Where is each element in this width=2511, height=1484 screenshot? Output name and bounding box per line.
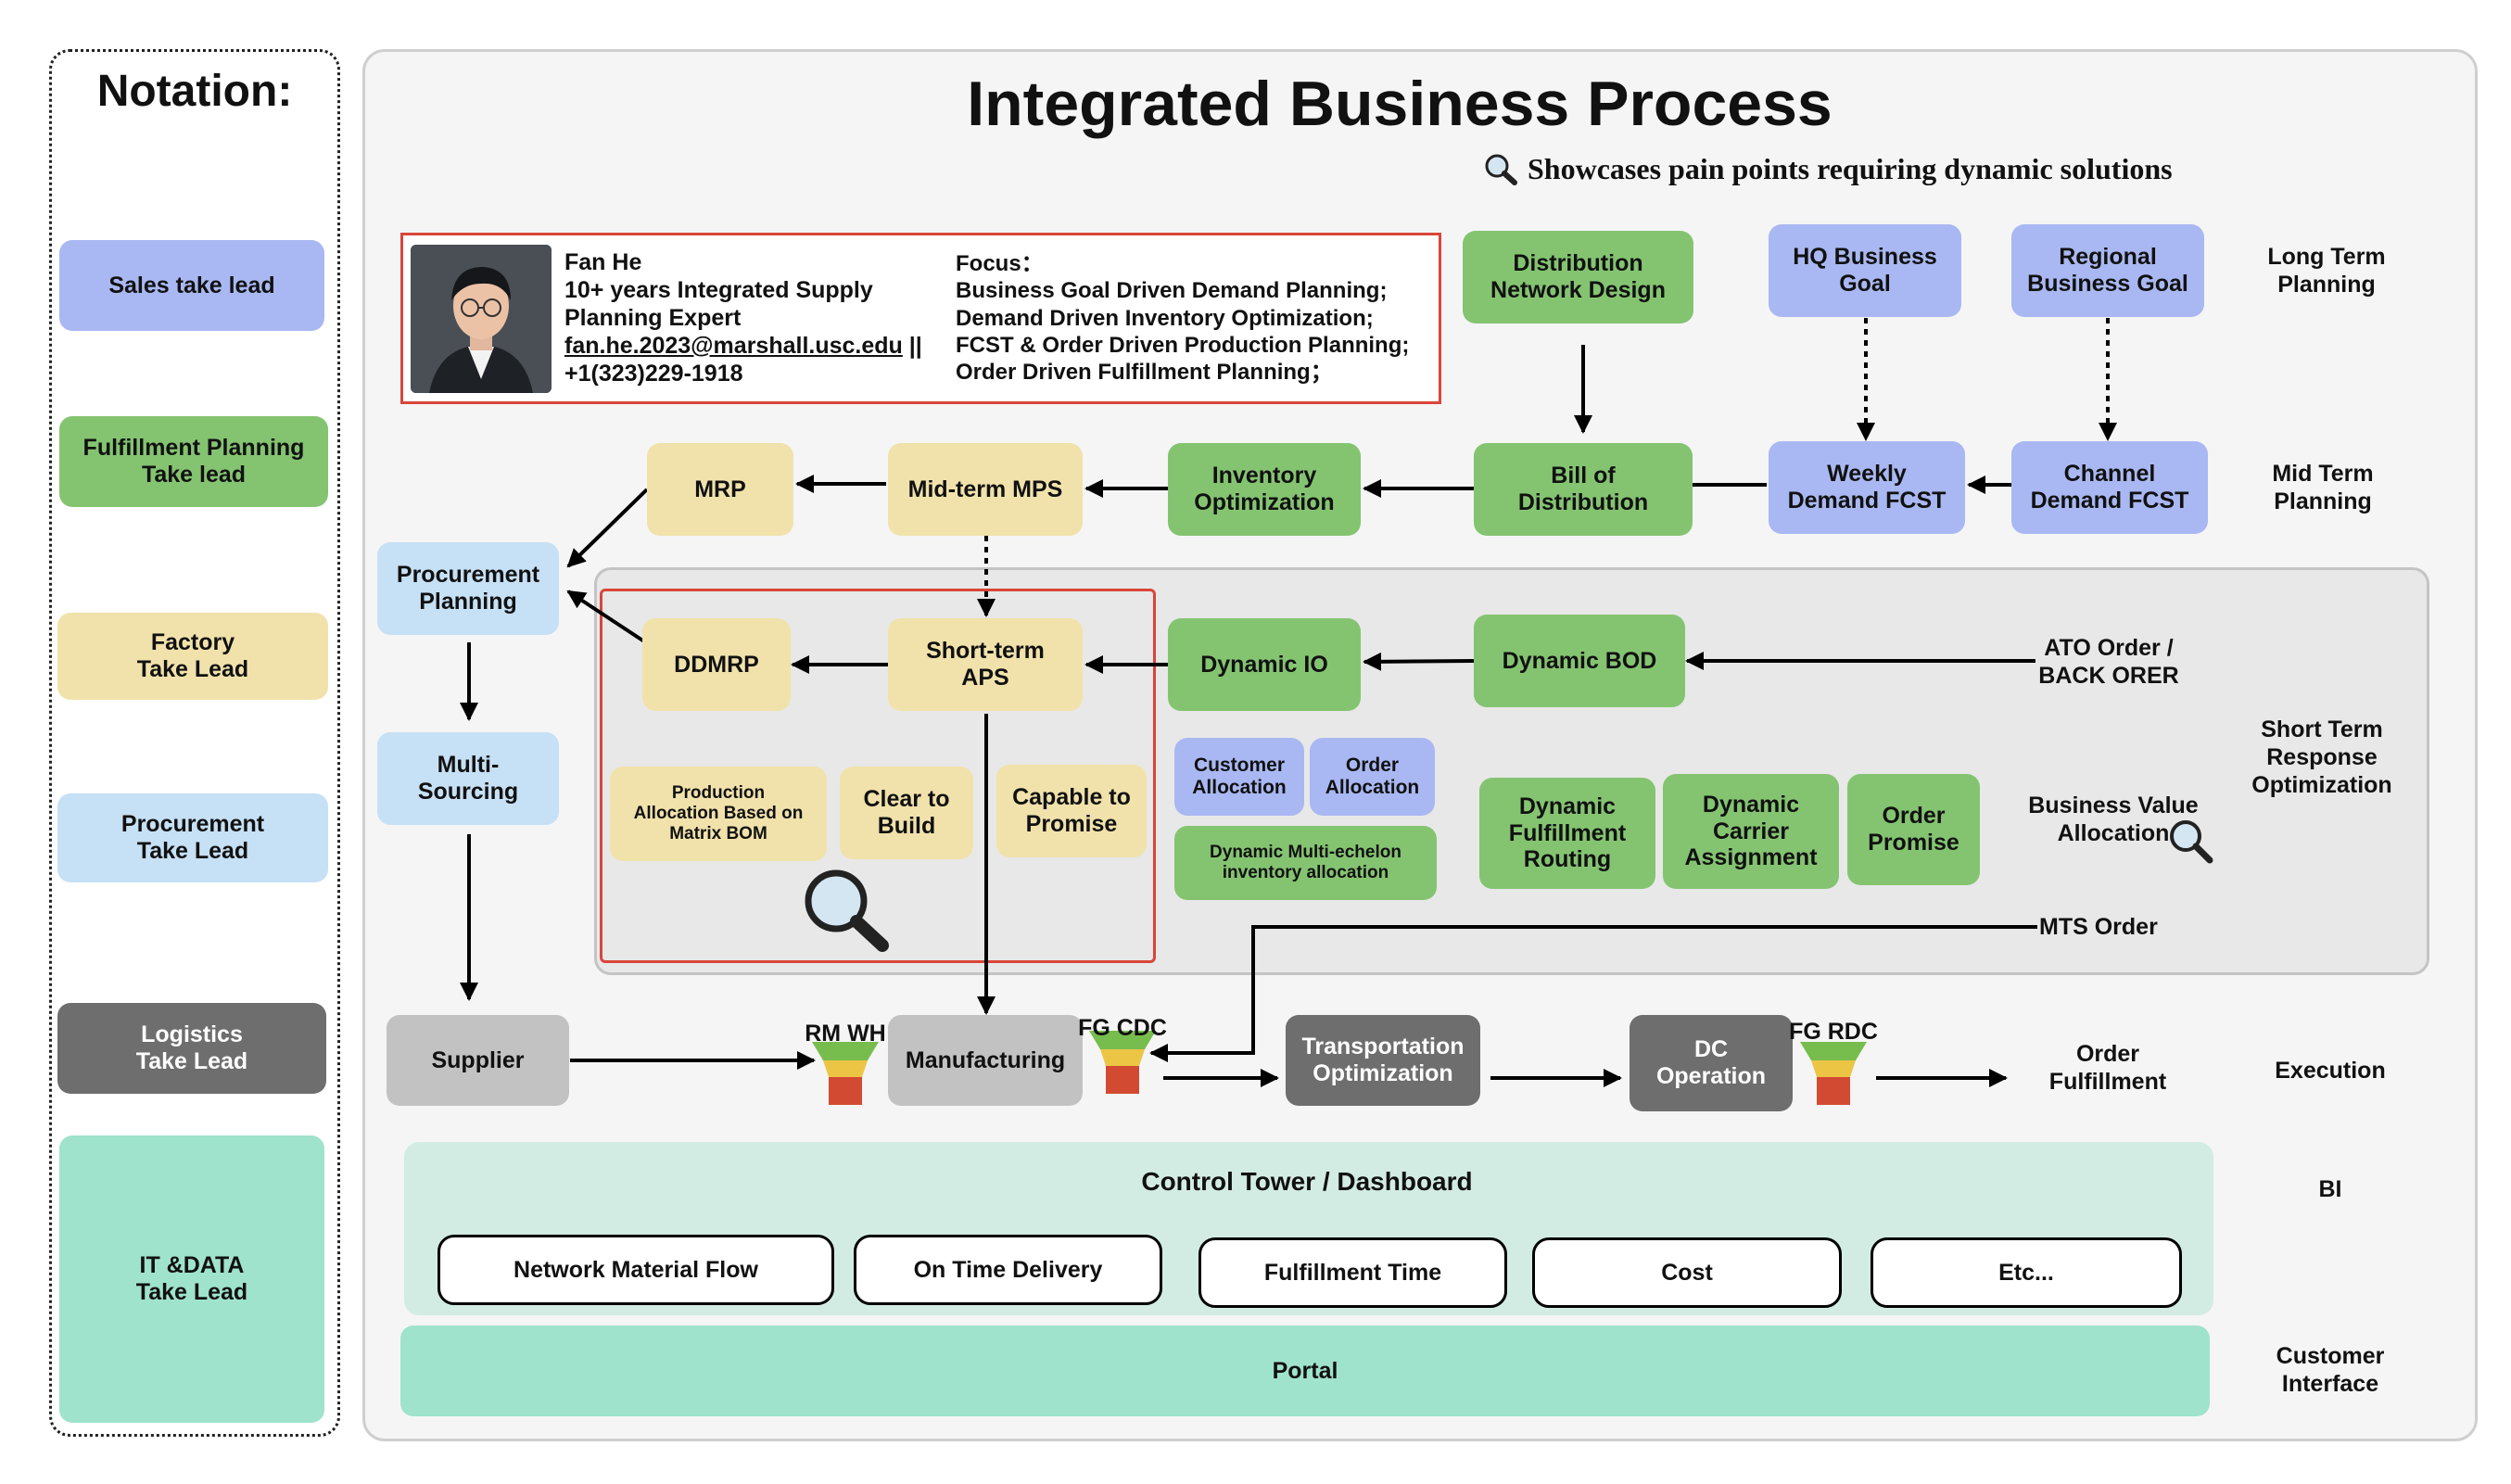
horizon-execution: Execution [2275,1058,2386,1084]
magnifier-icon [1485,154,1517,185]
focus-item: Demand Driven Inventory Optimization; [956,305,1374,331]
profile-contact: fan.he.2023@marshall.usc.edu || [564,332,922,360]
node-customer-allocation[interactable]: Customer Allocation [1174,738,1304,816]
magnifier-icon [2170,820,2213,864]
node-short-term-aps[interactable]: Short-term APS [888,618,1083,711]
notation-logistics: Logistics Take Lead [57,1003,326,1094]
node-portal[interactable]: Portal [400,1325,2210,1416]
subtitle-text: Showcases pain points requiring dynamic … [1528,151,2173,185]
arrow-ddmrp-to-procurement [566,590,646,643]
node-dynamic-bod[interactable]: Dynamic BOD [1474,615,1685,707]
profile-email-separator: || [902,333,922,359]
focus-item: Order Driven Fulfillment Planning； [956,360,1333,386]
node-dynamic-carrier-assignment[interactable]: Dynamic Carrier Assignment [1663,774,1839,889]
node-dynamic-multi-echelon[interactable]: Dynamic Multi-echelon inventory allocati… [1174,826,1437,900]
arrow-mrp-to-procurement [566,488,649,568]
node-supplier[interactable]: Supplier [387,1015,569,1106]
subtitle: Showcases pain points requiring dynamic … [1483,148,2225,189]
focus-item: Business Goal Driven Demand Planning; [956,278,1388,304]
node-order-allocation[interactable]: Order Allocation [1310,738,1435,816]
notation-sales: Sales take lead [59,240,324,331]
kpi-on-time-delivery[interactable]: On Time Delivery [854,1235,1162,1305]
node-inventory-optimization[interactable]: Inventory Optimization [1168,443,1361,536]
node-bill-of-distribution[interactable]: Bill of Distribution [1474,443,1693,536]
node-ddmrp[interactable]: DDMRP [642,618,791,711]
control-tower-title: Control Tower / Dashboard [1141,1167,1473,1196]
horizon-bi: BI [2318,1176,2342,1202]
notation-panel [49,49,340,1437]
node-transportation-optimization[interactable]: Transportation Optimization [1286,1015,1480,1106]
node-dynamic-fulfillment-routing[interactable]: Dynamic Fulfillment Routing [1479,778,1655,889]
label-order-fulfillment: Order Fulfillment [2048,1041,2167,1095]
label-fg-rdc: FG RDC [1789,1019,1878,1045]
node-channel-demand-fcst[interactable]: Channel Demand FCST [2011,441,2208,534]
horizon-customer-interface: Customer Interface [2276,1343,2385,1397]
arrow-dynbod-to-dynio [1363,652,1475,671]
avatar [411,245,552,393]
profile-email[interactable]: fan.he.2023@marshall.usc.edu [564,333,903,359]
node-clear-to-build[interactable]: Clear to Build [840,767,973,859]
kpi-network-material-flow[interactable]: Network Material Flow [438,1235,834,1305]
notation-factory: Factory Take Lead [57,613,328,700]
notation-fulfillment: Fulfillment Planning Take lead [59,416,328,507]
notation-title: Notation: [96,67,293,116]
notation-procurement: Procurement Take Lead [57,793,328,882]
profile-card: Fan He 10+ years Integrated Supply Plann… [400,233,1441,404]
profile-info: Fan He 10+ years Integrated Supply Plann… [564,248,922,387]
horizon-long-term: Long Term Planning [2267,244,2386,298]
node-dc-operation[interactable]: DC Operation [1630,1015,1793,1111]
label-ato-order: ATO Order / BACK ORER [2038,635,2179,689]
node-production-allocation[interactable]: Production Allocation Based on Matrix BO… [610,767,827,861]
notation-it-data: IT &DATA Take Lead [59,1135,324,1423]
node-weekly-demand-fcst[interactable]: Weekly Demand FCST [1769,441,1965,534]
funnel-inventory-icon [812,1042,879,1105]
focus-item: FCST & Order Driven Production Planning; [956,332,1410,358]
node-mrp[interactable]: MRP [647,443,793,536]
label-rm-wh: RM WH [805,1021,886,1046]
node-capable-to-promise[interactable]: Capable to Promise [996,765,1147,857]
funnel-inventory-icon [1089,1031,1156,1094]
profile-name: Fan He [564,249,642,275]
node-procurement-planning[interactable]: Procurement Planning [377,542,559,635]
kpi-cost[interactable]: Cost [1532,1237,1842,1308]
profile-line1: 10+ years Integrated Supply [564,277,873,303]
node-dynamic-io[interactable]: Dynamic IO [1168,618,1361,711]
kpi-etc[interactable]: Etc... [1871,1237,2182,1308]
node-regional-business-goal[interactable]: Regional Business Goal [2011,224,2204,317]
factory-pain-point-zone [600,589,1156,963]
label-fg-cdc: FG CDC [1078,1015,1167,1041]
node-distribution-network-design[interactable]: Distribution Network Design [1463,231,1693,323]
label-business-value-allocation: Business Value Allocation [2028,793,2199,846]
node-multi-sourcing[interactable]: Multi- Sourcing [377,732,559,825]
label-mts-order: MTS Order [2039,914,2158,940]
arrow-mts-to-fgcdc [1149,925,2037,1062]
focus-title: Focus： [956,251,1044,276]
node-manufacturing[interactable]: Manufacturing [888,1015,1083,1106]
page-title: Integrated Business Process [967,69,1833,139]
funnel-inventory-icon [1800,1042,1867,1105]
kpi-fulfillment-time[interactable]: Fulfillment Time [1198,1237,1507,1308]
node-order-promise[interactable]: Order Promise [1847,774,1980,885]
profile-line2: Planning Expert [564,305,742,331]
horizon-short-term: Short Term Response Optimization [2251,717,2392,798]
profile-focus: Focus： Business Goal Driven Demand Plann… [956,250,1409,386]
node-hq-business-goal[interactable]: HQ Business Goal [1769,224,1961,317]
horizon-mid-term: Mid Term Planning [2272,461,2374,514]
magnifier-icon [805,869,889,952]
node-mid-term-mps[interactable]: Mid-term MPS [888,443,1083,536]
profile-phone: +1(323)229-1918 [564,361,743,387]
